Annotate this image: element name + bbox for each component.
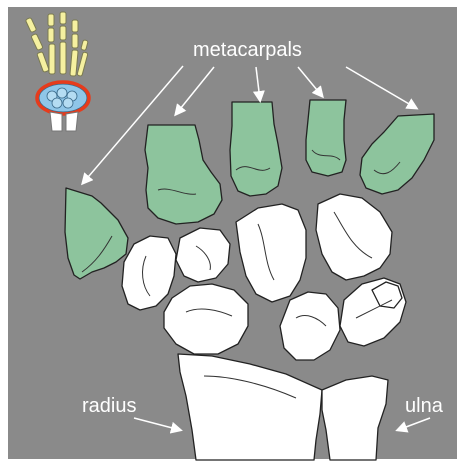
carpal-hamate xyxy=(316,194,392,280)
carpal-scaphoid xyxy=(164,284,248,354)
metacarpal-3 xyxy=(230,102,282,196)
metacarpal-4 xyxy=(306,100,346,176)
metacarpal-2 xyxy=(145,125,222,224)
hand-skeleton-icon xyxy=(25,12,89,131)
label-radius: radius xyxy=(82,396,136,416)
carpal-trapezium xyxy=(122,236,176,310)
carpal-lunate xyxy=(280,292,340,360)
ulna-bone xyxy=(322,376,388,460)
radius-bone xyxy=(178,354,322,460)
carpal-trapezoid xyxy=(176,228,230,282)
carpal-capitate xyxy=(236,204,306,302)
metacarpal-1 xyxy=(65,188,128,279)
label-metacarpals: metacarpals xyxy=(193,40,302,60)
label-ulna: ulna xyxy=(405,396,443,416)
metacarpal-5 xyxy=(360,114,434,194)
